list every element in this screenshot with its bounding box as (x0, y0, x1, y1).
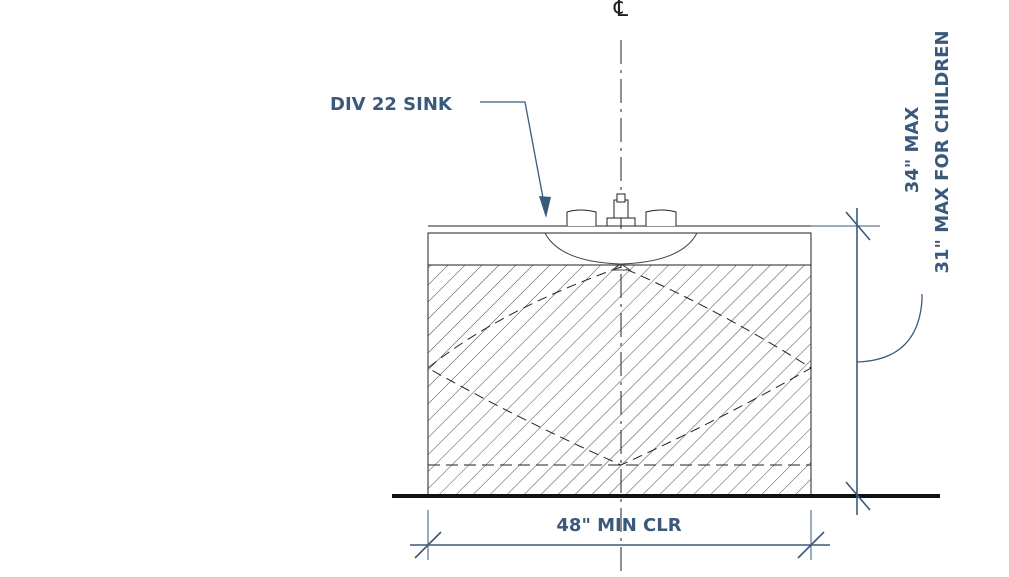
approach-diamond (427, 266, 812, 466)
width-dimension (410, 510, 830, 560)
knee-clearance-hatch (428, 265, 811, 495)
height-label-max: 34" MAX (902, 107, 923, 194)
height-dimension (811, 208, 923, 515)
width-dimension-label: 48" MIN CLR (556, 515, 681, 536)
sink-callout-leader (480, 101, 547, 215)
sink-callout-label: DIV 22 SINK (330, 94, 453, 115)
drain-mark (610, 263, 632, 271)
counter-apron (427, 232, 812, 266)
sink-callout-arrowhead (539, 196, 551, 218)
height-label-children: 31" MAX FOR CHILDREN (932, 30, 953, 273)
centerline-symbol: ℄ (613, 0, 629, 22)
height-dimension-text: 34" MAX 31" MAX FOR CHILDREN (902, 30, 953, 273)
faucet-icon (566, 193, 677, 227)
